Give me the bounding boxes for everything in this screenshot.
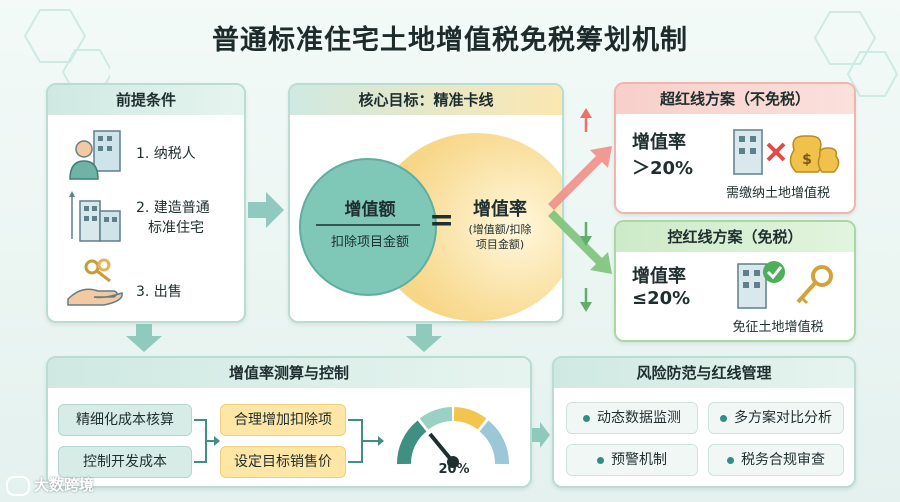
down-arrow-left-icon (126, 324, 162, 352)
calc-item-control-cost: 控制开发成本 (58, 446, 192, 478)
control-plan-heading: 控红线方案（免税） (616, 222, 854, 252)
down-arrow-icon (580, 222, 592, 312)
svg-text:$: $ (802, 152, 812, 168)
arrow-right-icon (248, 192, 284, 228)
arrow-right-small-icon (532, 422, 550, 448)
merge-arrows-left-icon (194, 419, 220, 463)
formula-result-title: 增值率 (473, 199, 527, 220)
preconditions-panel: 前提条件 1. 纳税人 2. 建造普通 标准住宅 (46, 83, 246, 323)
arrow-to-over-plan-icon (548, 146, 612, 210)
calc-heading: 增值率测算与控制 (48, 358, 530, 388)
calc-item-add-deductions: 合理增加扣除项 (220, 404, 346, 436)
hexagon-decoration-topright (813, 11, 899, 97)
gauge-icon (396, 407, 510, 468)
risk-redline-panel: 风险防范与红线管理 动态数据监测 多方案对比分析 预警机制 税务合规审查 (552, 356, 856, 488)
taxpayer-icon (69, 130, 121, 180)
precondition-item-2: 2. 建造普通 (136, 200, 210, 216)
merge-arrows-right-icon (348, 419, 384, 463)
core-formula-graphic (299, 133, 562, 321)
up-arrow-icon (580, 108, 592, 132)
over-plan-rate-value: ＞20% (632, 158, 694, 179)
over-plan-outcome: 需缴纳土地增值税 (725, 186, 830, 201)
precondition-item-3: 3. 出售 (136, 284, 182, 300)
risk-heading: 风险防范与红线管理 (554, 358, 854, 388)
tax-exempt-icon (737, 261, 833, 309)
precondition-item-2-line2: 标准住宅 (148, 220, 204, 236)
control-plan-rate-label: 增值率 (632, 266, 686, 287)
gauge-label: 20% (438, 462, 470, 477)
watermark-logo-icon (6, 475, 30, 496)
over-plan-rate-label: 增值率 (632, 132, 686, 153)
risk-item-compliance: 税务合规审查 (708, 444, 844, 476)
tax-payment-icon: $ (733, 129, 840, 175)
formula-denominator: 扣除项目金额 (330, 235, 409, 250)
formula-result-sub2: 项目金额) (475, 238, 525, 251)
down-arrow-center-icon (406, 324, 442, 352)
formula-result-sub1: (增值额/扣除 (468, 223, 532, 236)
hand-keys-icon (67, 258, 123, 306)
calc-item-cost-accounting: 精细化成本核算 (58, 404, 192, 436)
risk-item-comparison: 多方案对比分析 (708, 402, 844, 434)
control-plan-outcome: 免征土地增值税 (732, 320, 824, 335)
rate-calc-control-panel: 增值率测算与控制 精细化成本核算 控制开发成本 合理增加扣除项 设定目标销售价 … (46, 356, 532, 488)
preconditions-heading: 前提条件 (48, 85, 244, 115)
core-goal-panel: 核心目标：精准卡线 增值额 扣除项目金额 = 增值率 (增值额/扣除 项目金额) (288, 83, 564, 323)
risk-item-monitoring: 动态数据监测 (566, 402, 698, 434)
formula-equals: = (429, 203, 455, 238)
over-plan-heading: 超红线方案（不免税） (616, 84, 854, 114)
calc-item-target-price: 设定目标销售价 (220, 446, 346, 478)
building-icon (69, 191, 121, 242)
watermark: 大数跨境 (6, 474, 94, 496)
over-redline-plan-panel: 超红线方案（不免税） 增值率 ＞20% $ 需缴纳土地增值税 (614, 82, 856, 214)
page-title: 普通标准住宅土地增值税免税筹划机制 (212, 25, 688, 56)
risk-item-warning: 预警机制 (566, 444, 698, 476)
control-redline-plan-panel: 控红线方案（免税） 增值率 ≤20% 免征土地增值税 (614, 220, 856, 342)
arrow-to-control-plan-icon (548, 210, 612, 274)
core-goal-heading: 核心目标：精准卡线 (290, 85, 562, 115)
formula-numerator: 增值额 (344, 200, 396, 220)
control-plan-rate-value: ≤20% (632, 288, 691, 309)
branch-arrows (548, 108, 612, 312)
precondition-item-1: 1. 纳税人 (136, 146, 196, 162)
